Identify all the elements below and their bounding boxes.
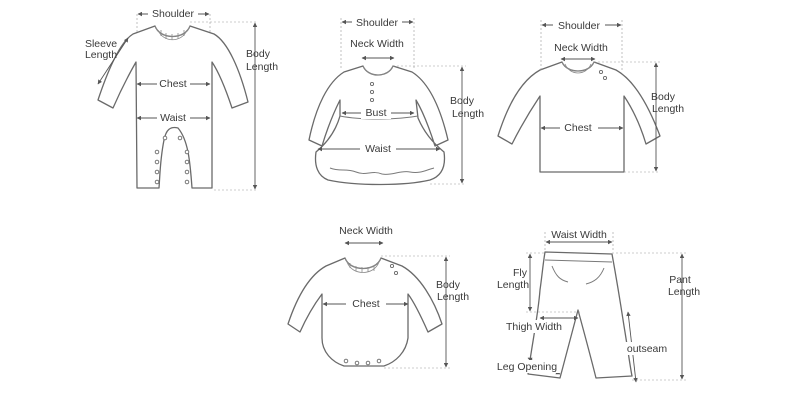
- pants-fly-length-label-1: Fly: [513, 267, 528, 279]
- pants-leg-opening-label: Leg Opening: [497, 361, 557, 373]
- pants-outseam-label: outseam: [627, 343, 668, 355]
- romper-collar: [154, 25, 191, 37]
- dress-bust-label: Bust: [365, 107, 386, 119]
- romper-body-length-label-2: Length: [246, 61, 278, 73]
- romper-sleeve-label-1: Sleeve: [85, 38, 117, 50]
- bodysuit-body-length-label-2: Length: [437, 291, 469, 303]
- romper-shoulder-label: Shoulder: [152, 8, 195, 20]
- bodysuit-neck-width-label: Neck Width: [339, 225, 393, 237]
- tshirt-body-length-label-1: Body: [651, 91, 676, 103]
- tshirt-chest-label: Chest: [564, 122, 592, 134]
- pants-fly-length-label-2: Length: [497, 279, 529, 291]
- tshirt-body-length-label-2: Length: [652, 103, 684, 115]
- romper-sleeve-label-2: Length: [85, 49, 117, 61]
- romper-body-length-label-1: Body: [246, 48, 271, 60]
- tshirt-garment: [497, 61, 661, 173]
- dress-body-length-label-1: Body: [450, 95, 475, 107]
- dress-garment: [308, 65, 449, 186]
- tshirt-shoulder-label: Shoulder: [558, 20, 601, 32]
- bodysuit-body-length-label-1: Body: [436, 279, 461, 291]
- dress-dimensions: Shoulder Neck Width Bust Waist Body Leng…: [317, 15, 484, 185]
- dress-neck-width-label: Neck Width: [350, 38, 404, 50]
- bodysuit-chest-label: Chest: [352, 298, 380, 310]
- romper-waist-label: Waist: [160, 112, 186, 124]
- bodysuit-dimensions: Neck Width Chest Body Length: [322, 225, 469, 369]
- dress-shoulder-label: Shoulder: [356, 17, 399, 29]
- dress-body-length-label-2: Length: [452, 108, 484, 120]
- tshirt-neck-width-label: Neck Width: [554, 42, 608, 54]
- pants-dimensions: Waist Width Fly Length Thigh Width Leg O…: [494, 229, 700, 383]
- pants-waist-width-label: Waist Width: [551, 229, 607, 241]
- dress-waist-label: Waist: [365, 143, 391, 155]
- tshirt-dimensions: Shoulder Neck Width Chest Body Length: [540, 18, 684, 173]
- romper-garment: [97, 25, 249, 189]
- pants-pant-length-label-2: Length: [668, 286, 700, 298]
- romper-dimensions: Shoulder Sleeve Length Chest Waist Body …: [85, 7, 278, 191]
- pants-pant-length-label-1: Pant: [669, 274, 691, 286]
- pants-garment: [527, 251, 633, 379]
- pants-thigh-width-label: Thigh Width: [506, 321, 562, 333]
- bodysuit-garment: [287, 257, 443, 367]
- romper-chest-label: Chest: [159, 78, 187, 90]
